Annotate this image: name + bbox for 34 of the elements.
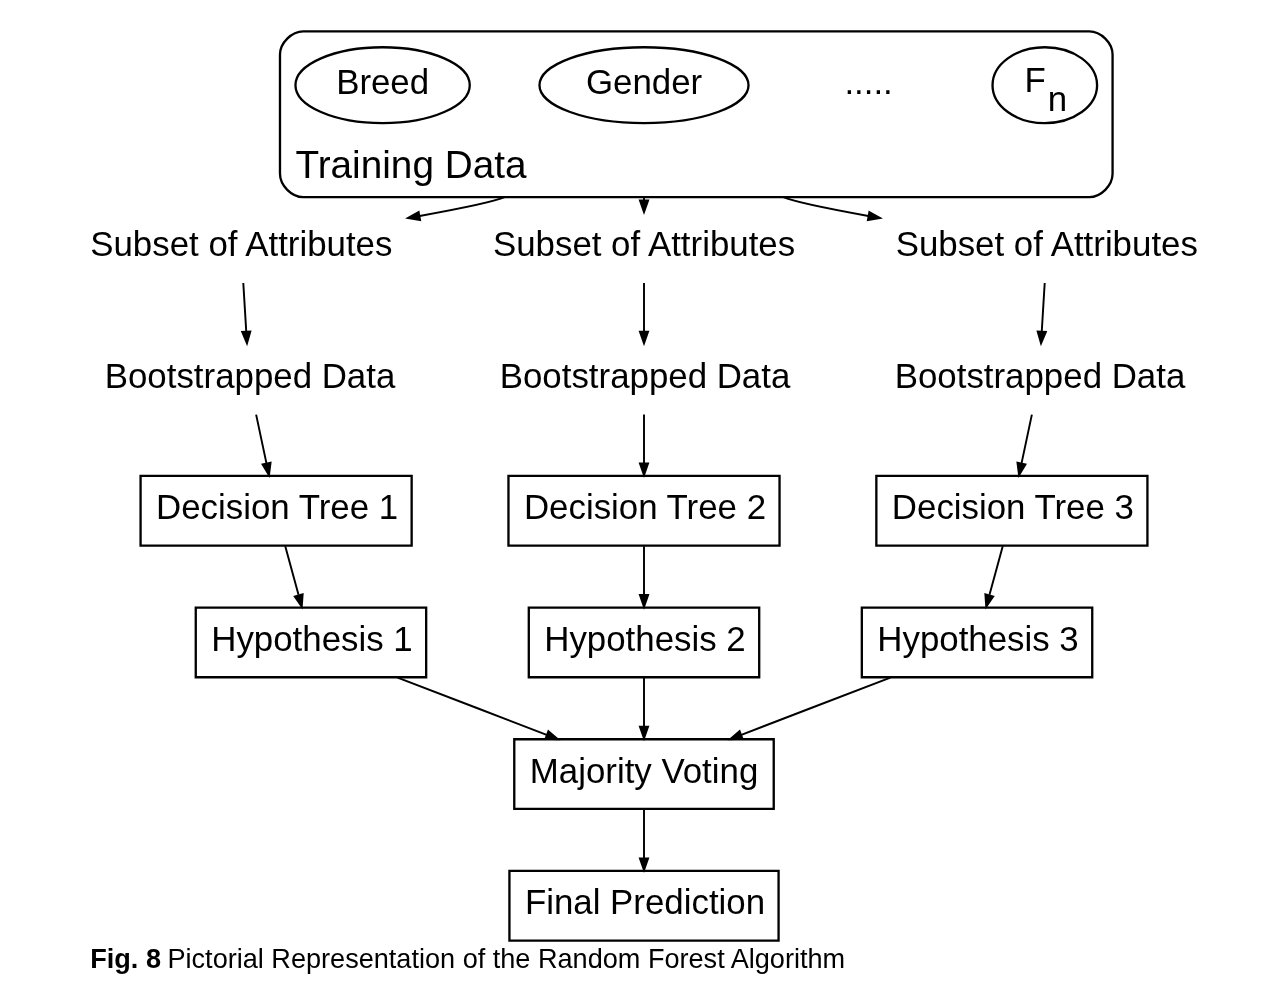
node-box: Decision Tree 2 — [506, 474, 781, 547]
label: ..... — [843, 61, 893, 101]
node-text: Bootstrapped Data — [894, 355, 1185, 395]
arrow — [726, 676, 891, 741]
node-ellipse: Gender — [537, 46, 750, 125]
node-text: Subset of Attributes — [492, 223, 795, 263]
node-box: Majority Voting — [512, 738, 775, 811]
node-box: Hypothesis 3 — [860, 606, 1093, 679]
node-text: Subset of Attributes — [895, 223, 1198, 263]
arrow — [404, 196, 506, 222]
arrow — [240, 281, 252, 347]
arrow — [638, 196, 649, 216]
node-box: Hypothesis 2 — [527, 606, 760, 679]
arrow — [638, 413, 649, 478]
arrow — [983, 545, 1004, 610]
node-ellipse: Breed — [293, 46, 471, 125]
node-text: Subset of Attributes — [89, 223, 392, 263]
arrow — [1015, 413, 1033, 478]
arrow — [283, 545, 304, 610]
node-text: Bootstrapped Data — [499, 355, 790, 395]
node-text: Bootstrapped Data — [104, 355, 395, 395]
node-box: Hypothesis 1 — [194, 606, 427, 679]
node-box: Final Prediction — [507, 869, 780, 942]
arrow — [638, 281, 649, 347]
node-box: Decision Tree 1 — [138, 474, 413, 547]
arrow — [638, 676, 649, 742]
node-box: Decision Tree 3 — [874, 474, 1149, 547]
caption: Fig. 8 Pictorial Representation of the Random Forest Algorithm — [89, 943, 845, 975]
arrow — [1035, 281, 1047, 347]
arrow — [781, 196, 883, 222]
arrow — [638, 808, 649, 873]
arrow — [254, 413, 272, 478]
arrow — [638, 545, 649, 610]
arrow — [396, 676, 561, 741]
